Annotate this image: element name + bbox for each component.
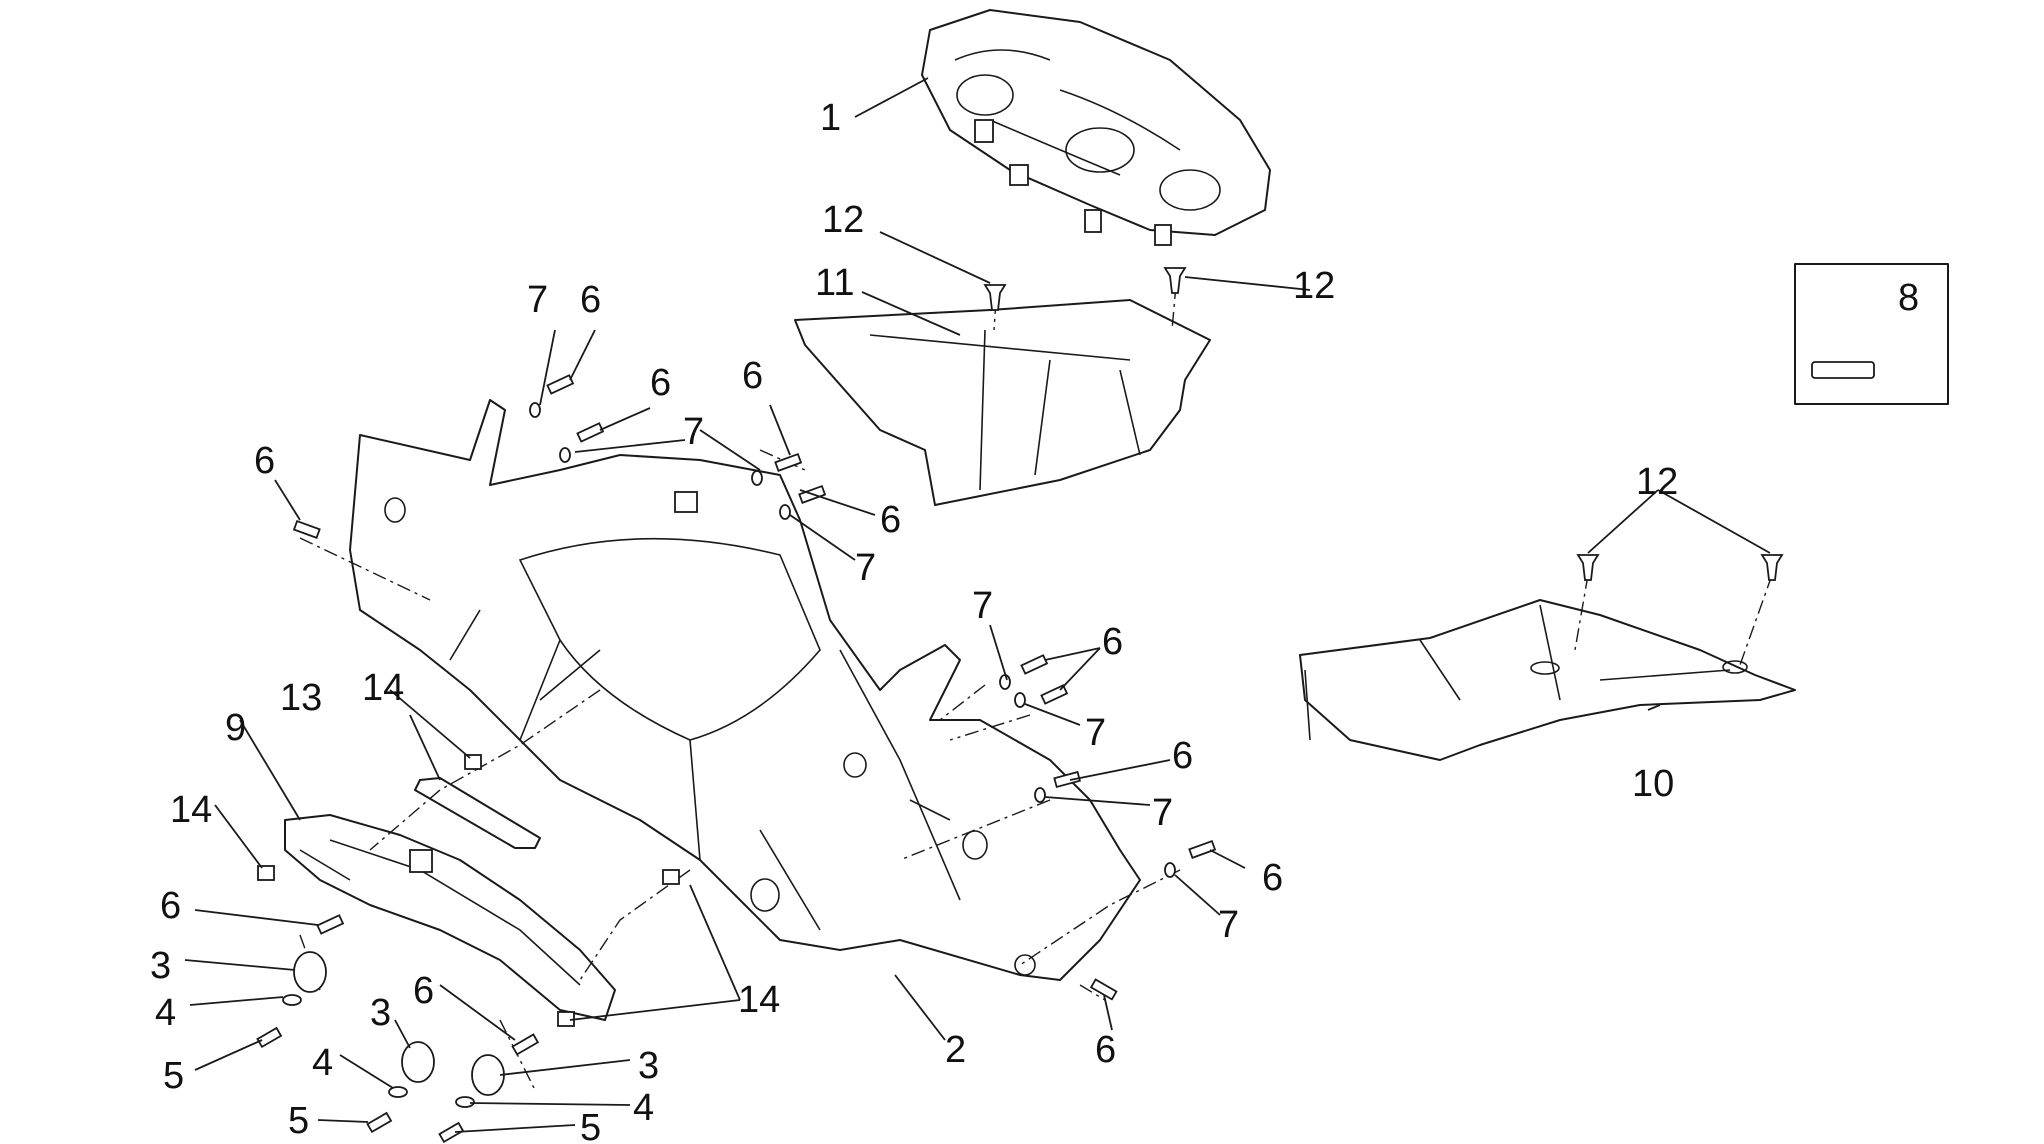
callout-7: 7 [1218, 904, 1239, 946]
callout-4: 4 [633, 1087, 654, 1129]
leader-lines [184, 77, 1771, 1133]
callout-7: 7 [527, 279, 548, 321]
instrument-cluster[interactable] [921, 9, 1271, 246]
callout-3: 3 [638, 1045, 659, 1087]
callout-6: 6 [1102, 621, 1123, 663]
callout-6: 6 [1095, 1029, 1116, 1071]
callout-8: 8 [1898, 277, 1919, 319]
callout-7: 7 [1085, 712, 1106, 754]
callout-10: 10 [1632, 763, 1674, 805]
callout-3: 3 [150, 945, 171, 987]
callout-12: 12 [1293, 265, 1335, 307]
callout-14: 14 [362, 667, 404, 709]
callout-6: 6 [254, 440, 275, 482]
callout-6: 6 [160, 885, 181, 927]
callout-12: 12 [1636, 461, 1678, 503]
callout-1: 1 [820, 97, 841, 139]
screw-hardware [256, 267, 1784, 1144]
callout-7: 7 [972, 585, 993, 627]
callout-3: 3 [370, 992, 391, 1034]
upper-cover[interactable] [794, 299, 1211, 506]
callout-7: 7 [855, 547, 876, 589]
callout-6: 6 [580, 279, 601, 321]
callout-6: 6 [413, 970, 434, 1012]
callout-7: 7 [1152, 792, 1173, 834]
callout-11: 11 [815, 262, 854, 304]
strip[interactable] [414, 777, 541, 849]
callout-2: 2 [945, 1029, 966, 1071]
callout-12: 12 [822, 199, 864, 241]
callout-14: 14 [170, 789, 212, 831]
callout-6: 6 [1262, 857, 1283, 899]
callout-labels: 1 12 12 11 8 12 10 7 6 6 7 6 6 6 7 7 6 7… [150, 97, 1919, 1144]
callout-7: 7 [683, 411, 704, 453]
inset-box-8 [1794, 263, 1949, 405]
callout-6: 6 [650, 362, 671, 404]
callout-14: 14 [738, 979, 780, 1021]
callout-5: 5 [163, 1055, 184, 1097]
callout-6: 6 [1172, 735, 1193, 777]
callout-6: 6 [742, 355, 763, 397]
callout-5: 5 [580, 1107, 601, 1144]
callout-4: 4 [312, 1042, 333, 1084]
switch-plate[interactable] [284, 814, 616, 1021]
lower-right-cover[interactable] [1299, 599, 1796, 761]
callout-13: 13 [280, 677, 322, 719]
callout-6: 6 [880, 499, 901, 541]
callout-5: 5 [288, 1100, 309, 1142]
callout-9: 9 [225, 707, 246, 749]
callout-4: 4 [155, 992, 176, 1034]
